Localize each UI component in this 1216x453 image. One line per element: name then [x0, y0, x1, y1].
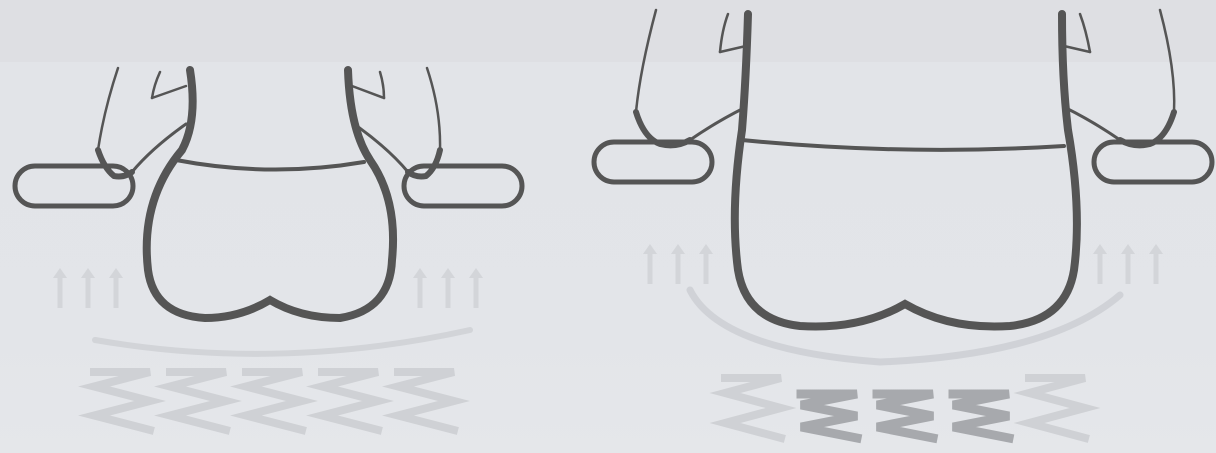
handle-icon [404, 166, 522, 206]
up-arrows-right [1093, 244, 1163, 284]
hand-icon [636, 10, 746, 145]
spring-row [94, 372, 454, 430]
up-arrows-left [53, 268, 123, 308]
up-arrow-icon [643, 244, 657, 284]
up-arrow-icon [441, 268, 455, 308]
up-arrow-icon [469, 268, 483, 308]
spring-icon [246, 372, 302, 430]
spring-row [725, 378, 1085, 438]
up-arrow-icon [109, 268, 123, 308]
handle-icon [1094, 142, 1212, 182]
up-arrow-icon [671, 244, 685, 284]
spring-icon [953, 394, 1009, 438]
handle-icon [594, 142, 712, 182]
left-diagram [15, 68, 522, 430]
up-arrows-left [643, 244, 713, 284]
right-diagram [594, 10, 1212, 438]
up-arrow-icon [1093, 244, 1107, 284]
up-arrow-icon [699, 244, 713, 284]
cushion-body [735, 14, 1077, 327]
base-arc [95, 330, 470, 354]
up-arrow-icon [1149, 244, 1163, 284]
up-arrows-right [413, 268, 483, 308]
spring-icon [170, 372, 226, 430]
up-arrow-icon [53, 268, 67, 308]
up-arrow-icon [81, 268, 95, 308]
spring-icon [725, 378, 781, 438]
spring-icon [398, 372, 454, 430]
up-arrow-icon [1121, 244, 1135, 284]
hand-icon [1064, 10, 1174, 145]
handle-icon [15, 166, 133, 206]
cushion-body [147, 70, 393, 318]
up-arrow-icon [413, 268, 427, 308]
spring-icon [801, 394, 857, 438]
spring-icon [877, 394, 933, 438]
spring-icon [322, 372, 378, 430]
spring-icon [94, 372, 150, 430]
spring-icon [1029, 378, 1085, 438]
hand-icon [352, 68, 440, 177]
